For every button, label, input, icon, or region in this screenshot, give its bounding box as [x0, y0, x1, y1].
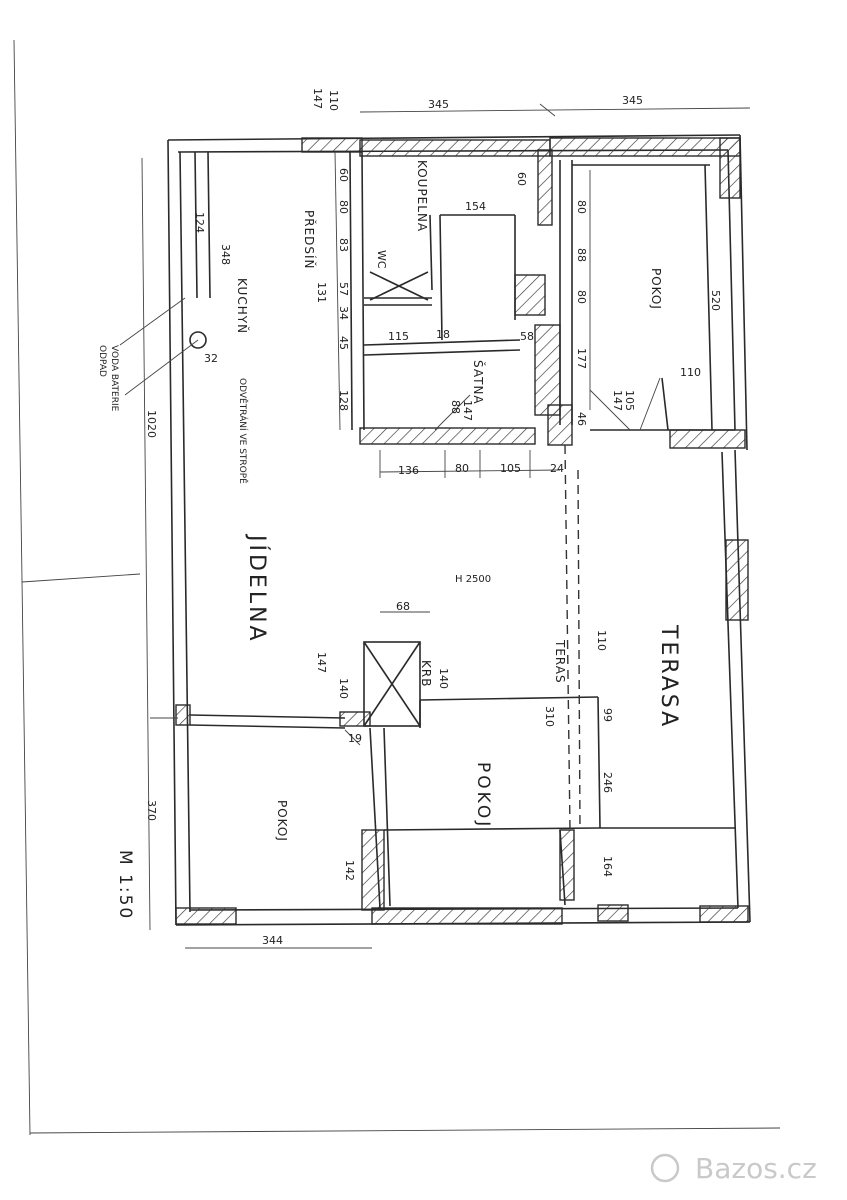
dim: 18 [436, 328, 450, 341]
dim: 520 [709, 290, 722, 311]
water-connection [119, 297, 207, 396]
dim: 246 [601, 772, 614, 793]
watermark: Bazos.cz [650, 1152, 817, 1185]
dim: 164 [601, 856, 614, 877]
dim: 140 [437, 668, 450, 689]
dim: 147 [461, 400, 474, 421]
dim: 80 [575, 200, 588, 214]
dim: 60 [337, 168, 350, 182]
dim: 60 [515, 172, 528, 186]
dim: 19 [348, 732, 362, 745]
watermark-text: Bazos.cz [695, 1152, 817, 1185]
dim: 24 [550, 462, 564, 475]
dim: 110 [595, 630, 608, 651]
height-note: H 2500 [455, 574, 491, 585]
dim: 147 [315, 652, 328, 673]
dim: 46 [575, 412, 588, 426]
building-outline [167, 134, 751, 926]
predsin-label: PŘEDSÍŇ [302, 210, 317, 270]
voda-note: VODA BATERIE [109, 345, 119, 412]
hatched-walls [175, 137, 749, 925]
page-border [13, 39, 781, 1136]
dim: 110 [327, 90, 340, 111]
dim: 370 [145, 800, 158, 821]
dim: 58 [520, 330, 534, 343]
dim: 105 [623, 390, 636, 411]
wc-fixture [369, 271, 429, 301]
dim: 99 [601, 708, 614, 722]
dim: 45 [337, 336, 350, 350]
dim: 140 [337, 678, 350, 699]
dim: 1020 [145, 410, 158, 438]
dim: 310 [543, 706, 556, 727]
dim: 110 [680, 366, 701, 379]
notes: VODA BATERIE ODPAD ODVĚTRÁNÍ VE STROPĚ H… [97, 345, 491, 920]
koupelna-label: KOUPELNA [415, 160, 429, 232]
open-boundaries [564, 444, 581, 831]
satna-label: ŠATNA [471, 360, 486, 405]
room-labels: KOUPELNA PŘEDSÍŇ KUCHYŇ ŠATNA POKOJ JÍDE… [235, 160, 681, 842]
dim: 136 [398, 464, 419, 477]
jidelna-label: JÍDELNA [244, 533, 270, 644]
fireplace [363, 611, 430, 727]
dimension-labels: 345 345 147 110 1020 370 344 60 80 83 57… [145, 88, 722, 947]
dim: 142 [343, 860, 356, 881]
dim: 105 [500, 462, 521, 475]
dim: 147 [611, 390, 624, 411]
pokoj-mid-label: POKOJ [473, 762, 493, 829]
odvetrani-note: ODVĚTRÁNÍ VE STROPĚ [237, 378, 249, 484]
dim: 344 [262, 934, 283, 947]
drain-icon [189, 331, 207, 349]
krb-label: KRB [419, 660, 433, 687]
dim: 115 [388, 330, 409, 343]
dim: 88 [449, 400, 462, 414]
dim: 124 [193, 212, 206, 233]
dim: 80 [575, 290, 588, 304]
dim: 57 [337, 282, 350, 296]
terasa-label: TERASA [656, 624, 681, 729]
dimension-lines [141, 103, 751, 949]
dim: 128 [337, 390, 350, 411]
dim: 345 [622, 94, 643, 107]
scale-label: M 1:50 [115, 850, 135, 920]
dim: 131 [315, 282, 328, 303]
dim: 80 [337, 200, 350, 214]
dim: 88 [575, 248, 588, 262]
terasa-small-label: TERAS [553, 639, 567, 684]
pokoj-top-label: POKOJ [649, 268, 663, 310]
dim: 68 [396, 600, 410, 613]
odpad-note: ODPAD [97, 345, 107, 377]
interior-walls [189, 151, 735, 909]
dim: 147 [311, 88, 324, 109]
dim: 83 [337, 238, 350, 252]
dim: 345 [428, 98, 449, 111]
door-swings [434, 377, 661, 431]
kuchyn-label: KUCHYŇ [235, 278, 250, 334]
dim: 80 [455, 462, 469, 475]
pokoj-left-label: POKOJ [275, 800, 289, 842]
dim: 177 [575, 348, 588, 369]
dim: 154 [465, 200, 486, 213]
dim: 32 [204, 352, 218, 365]
dim: 34 [337, 306, 350, 320]
wc-label: WC [375, 250, 388, 269]
dim: 348 [219, 244, 232, 265]
